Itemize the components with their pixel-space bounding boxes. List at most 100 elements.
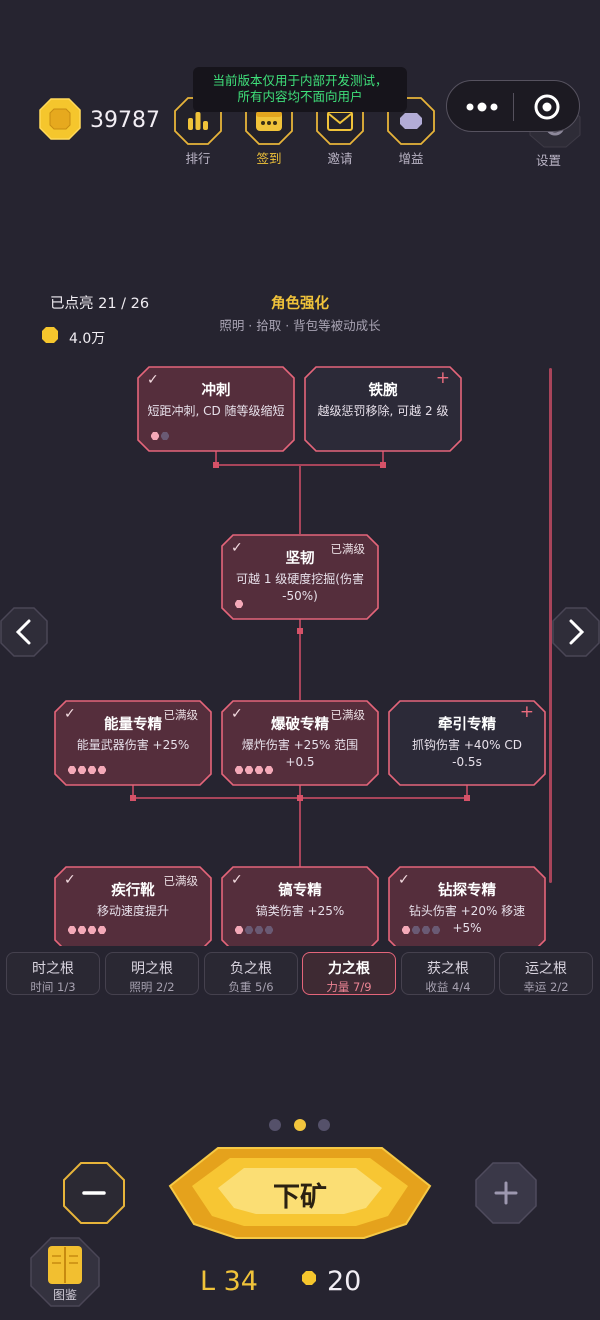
coin-balance: 39787 <box>90 108 160 133</box>
tab-progress: 幸运 2/2 <box>523 980 569 994</box>
skill-node-blast-mastery[interactable]: ✓已满级爆破专精爆炸伤害 +25% 范围 +0.5 <box>221 700 379 786</box>
maxed-badge: 已满级 <box>163 708 199 722</box>
level-pip-filled <box>88 926 96 934</box>
dev-build-banner: 当前版本仅用于内部开发测试， 所有内容均不面向用户 <box>193 67 407 112</box>
node-frame <box>221 700 379 786</box>
banner-line-1: 当前版本仅用于内部开发测试， <box>212 73 388 88</box>
skill-node-iron-wrist[interactable]: +铁腕越级惩罚移除, 可越 2 级 <box>304 366 462 452</box>
panel-title: 角色强化 <box>271 296 329 312</box>
node-frame <box>54 700 212 786</box>
codex-button[interactable] <box>29 1236 101 1308</box>
node-name: 爆破专精 <box>271 717 329 733</box>
buff-label: 增益 <box>398 151 424 166</box>
check-icon: ✓ <box>64 872 76 888</box>
go-mining-button[interactable] <box>168 1146 432 1240</box>
level-pips <box>68 766 106 774</box>
skill-node-grapple-mastery[interactable]: +牵引专精抓钩伤害 +40% CD -0.5s <box>388 700 546 786</box>
level-pip-filled <box>78 926 86 934</box>
node-description: 镐类伤害 +25% <box>255 904 345 918</box>
level-pips <box>151 432 169 440</box>
level-pip-filled <box>235 600 243 608</box>
close-miniprogram-icon[interactable] <box>533 93 561 121</box>
plus-button[interactable] <box>475 1162 537 1224</box>
prev-page-arrow-icon[interactable] <box>0 607 48 657</box>
page-dot[interactable] <box>294 1119 306 1131</box>
check-icon: ✓ <box>231 706 243 722</box>
tab-luck-root[interactable]: 运之根 幸运 2/2 <box>499 952 593 995</box>
node-name: 牵引专精 <box>438 717 496 733</box>
codex-label: 图鉴 <box>52 1288 77 1302</box>
minus-button[interactable] <box>63 1162 125 1224</box>
plus-icon[interactable]: + <box>519 702 534 722</box>
tab-title: 时之根 <box>32 961 74 977</box>
more-icon[interactable] <box>465 97 499 117</box>
tab-load-root[interactable]: 负之根 负重 5/6 <box>204 952 298 995</box>
tab-progress: 时间 1/3 <box>30 980 76 994</box>
level-pip-filled <box>402 926 410 934</box>
gem-count: 20 <box>327 1266 362 1297</box>
check-icon: ✓ <box>398 872 410 888</box>
node-name: 坚韧 <box>285 551 315 567</box>
next-page-arrow-icon[interactable] <box>552 607 600 657</box>
maxed-badge: 已满级 <box>330 542 366 556</box>
level-pips <box>235 766 273 774</box>
check-icon: ✓ <box>231 540 243 556</box>
tab-power-root[interactable]: 力之根 力量 7/9 <box>302 952 396 995</box>
tab-progress: 力量 7/9 <box>326 980 372 994</box>
level-pip-empty <box>245 926 253 934</box>
skill-node-drill-mastery[interactable]: ✓ 钻探专精钻头伤害 +20% 移速 +5% <box>388 866 546 946</box>
settings-label[interactable]: 设置 <box>536 153 562 168</box>
node-description: 爆炸伤害 +25% 范围 +0.5 <box>241 738 359 769</box>
check-icon: ✓ <box>64 706 76 722</box>
skill-node-energy-mastery[interactable]: ✓ 已满级能量专精能量武器伤害 +25% <box>54 700 212 786</box>
level-pip-filled <box>88 766 96 774</box>
upgrade-cost: 4.0万 <box>69 331 106 347</box>
level-pips <box>68 926 106 934</box>
page-dot[interactable] <box>318 1119 330 1131</box>
node-name: 镐专精 <box>278 883 322 899</box>
level-pip-filled <box>235 926 243 934</box>
skill-node-pick-mastery[interactable]: ✓镐专精镐类伤害 +25% <box>221 866 379 946</box>
tab-time-root[interactable]: 时之根 时间 1/3 <box>6 952 100 995</box>
page-dot[interactable] <box>269 1119 281 1131</box>
checkin-label: 签到 <box>256 151 282 166</box>
gem-icon <box>302 1271 316 1285</box>
node-description: 钻头伤害 +20% 移速 +5% <box>408 904 526 935</box>
level-pip-empty <box>432 926 440 934</box>
coin-icon <box>42 327 58 343</box>
node-description: 移动速度提升 <box>96 904 169 918</box>
node-frame <box>304 366 462 452</box>
node-name: 铁腕 <box>368 383 398 399</box>
tab-title: 负之根 <box>230 961 272 977</box>
node-frame <box>221 534 379 620</box>
tab-light-root[interactable]: 明之根 照明 2/2 <box>105 952 199 995</box>
level-pip-filled <box>68 766 76 774</box>
level-pips <box>235 926 273 934</box>
skill-node-swift-boots[interactable]: ✓已满级疾行靴移动速度提升 <box>54 866 212 946</box>
capsule-divider <box>513 93 514 121</box>
skill-node-toughness[interactable]: ✓已满级坚韧可越 1 级硬度挖掘(伤害 -50%) <box>221 534 379 620</box>
tab-title: 力之根 <box>328 961 370 977</box>
tab-title: 运之根 <box>525 961 567 977</box>
tab-progress: 收益 4/4 <box>425 980 471 994</box>
skill-node-dash[interactable]: ✓冲刺短距冲刺, CD 随等级缩短 <box>137 366 295 452</box>
level-pip-filled <box>265 766 273 774</box>
node-description: 能量武器伤害 +25% <box>76 738 190 752</box>
lit-count: 已点亮 21 / 26 <box>50 296 150 312</box>
level-pip-filled <box>78 766 86 774</box>
level-pip-empty <box>422 926 430 934</box>
tab-progress: 负重 5/6 <box>228 980 274 994</box>
maxed-badge: 已满级 <box>163 874 199 888</box>
level-pip-filled <box>151 432 159 440</box>
go-mining-label: 下矿 <box>273 1182 327 1213</box>
level-pip-filled <box>235 766 243 774</box>
tab-gain-root[interactable]: 获之根 收益 4/4 <box>401 952 495 995</box>
tab-title: 获之根 <box>427 961 469 977</box>
node-name: 能量专精 <box>104 717 162 733</box>
scroll-indicator <box>549 368 552 883</box>
miniprogram-capsule <box>446 80 580 132</box>
plus-icon[interactable]: + <box>435 368 450 388</box>
node-name: 钻探专精 <box>438 883 496 899</box>
level-pip-filled <box>98 766 106 774</box>
